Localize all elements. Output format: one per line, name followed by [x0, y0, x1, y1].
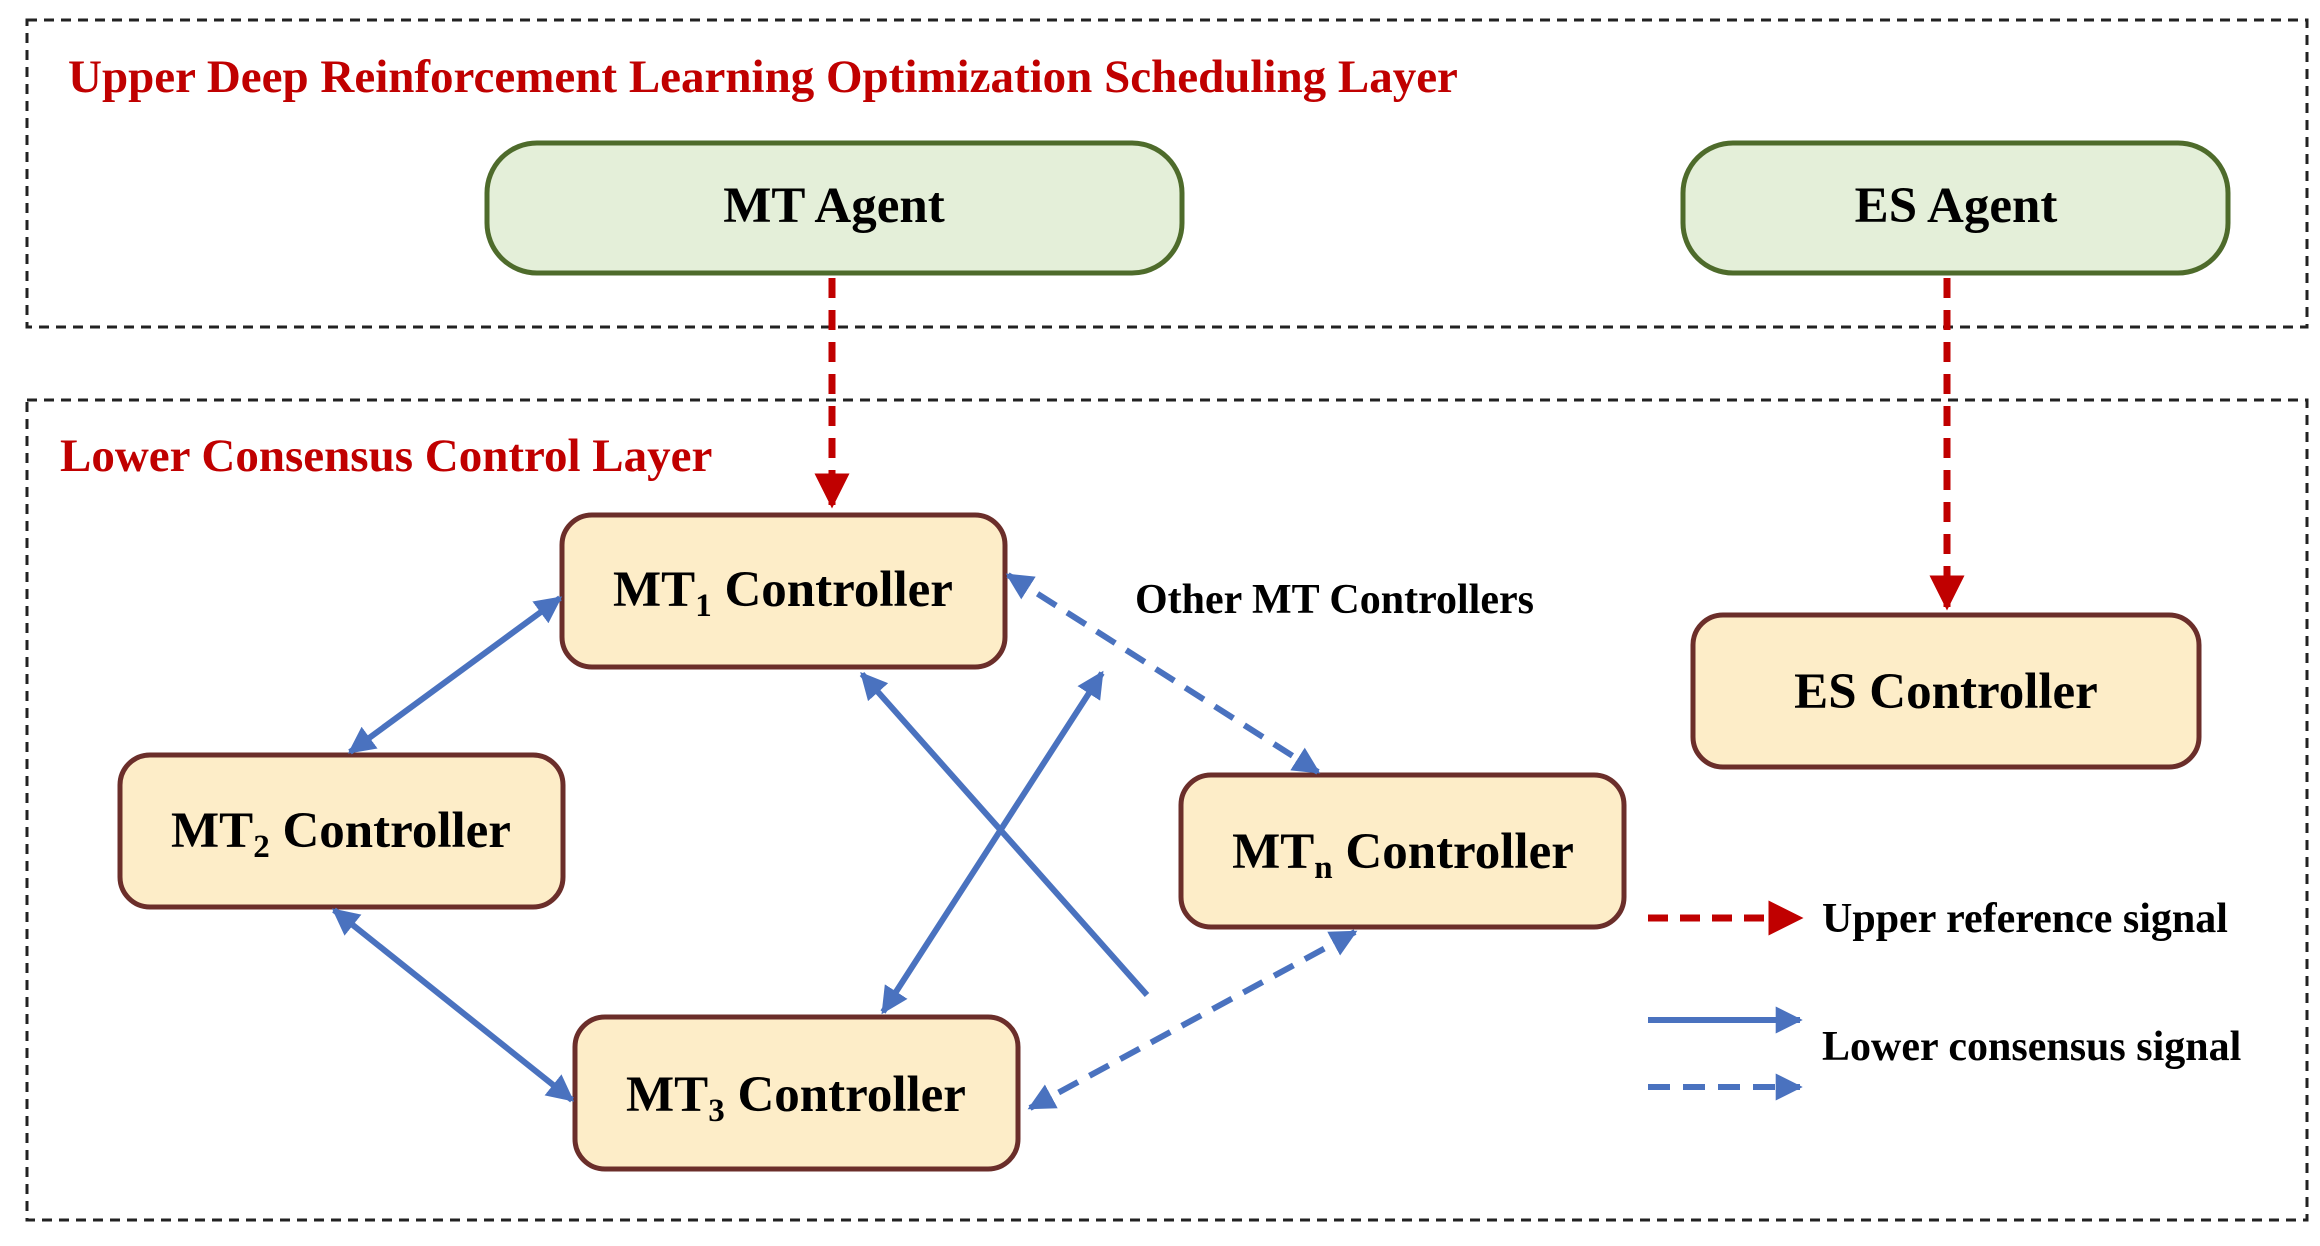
upper-layer-frame [25, 18, 2309, 329]
mt2-controller-label: MT2 Controller [171, 803, 511, 865]
other-mt-controllers-note: Other MT Controllers [1135, 577, 1534, 623]
mtn-controller-label: MTn Controller [1232, 824, 1574, 886]
lower-layer-frame [25, 398, 2309, 1222]
es-agent-node: ES Agent [1680, 140, 2231, 276]
mt3-controller-node: MT3 Controller [572, 1014, 1021, 1172]
consensus-mt2-mt3 [331, 907, 575, 1103]
mt2-controller-node: MT2 Controller [117, 752, 566, 910]
lower-layer-title: Lower Consensus Control Layer [60, 430, 712, 482]
legend-upper-label: Upper reference signal [1822, 896, 2228, 942]
es-controller-node: ES Controller [1690, 612, 2202, 770]
consensus-dashed-mt1-mtn [1005, 572, 1321, 775]
legend-lower-label: Lower consensus signal [1822, 1024, 2241, 1070]
consensus-mt1-mt2 [347, 595, 563, 755]
consensus-dashed-mtn-mt3 [1027, 929, 1358, 1111]
consensus-mt1-mtn-region [859, 671, 1150, 997]
mt-agent-label: MT Agent [723, 178, 944, 234]
mt3-controller-label: MT3 Controller [626, 1067, 966, 1129]
es-controller-label: ES Controller [1794, 664, 2098, 720]
consensus-mt3-mt1-region [880, 670, 1105, 1015]
es-agent-label: ES Agent [1855, 178, 2058, 234]
mt-agent-node: MT Agent [484, 140, 1185, 276]
mtn-controller-node: MTn Controller [1178, 772, 1627, 930]
mt1-controller-node: MT1 Controller [559, 512, 1008, 670]
legend: Upper reference signal Lower consensus s… [1648, 896, 2241, 1101]
upper-layer-title: Upper Deep Reinforcement Learning Optimi… [68, 51, 1458, 103]
mt1-controller-label: MT1 Controller [613, 562, 953, 624]
